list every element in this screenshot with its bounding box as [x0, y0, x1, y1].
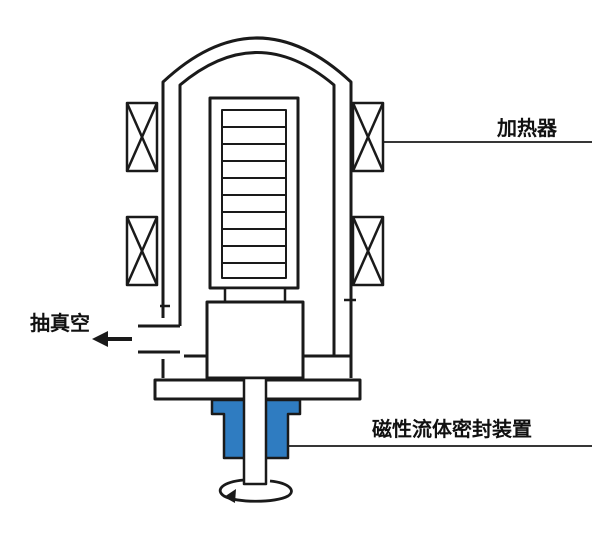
heater-label: 加热器	[497, 116, 557, 140]
rotation-arrow-icon	[218, 478, 293, 503]
support-block	[205, 300, 305, 380]
heater-coil-icon	[125, 101, 159, 173]
heater-coil-icon	[351, 215, 385, 287]
heater-coil-icon	[125, 215, 159, 287]
outer-chamber-wall	[161, 36, 353, 378]
heater-coil-icon	[351, 101, 385, 173]
exhaust-arrow-icon	[92, 331, 132, 347]
support-neck	[223, 286, 287, 304]
rotating-shaft	[242, 376, 268, 486]
inner-chamber-wall	[178, 51, 336, 356]
vacuum-label: 抽真空	[30, 311, 90, 335]
rotation-arrow-head	[224, 489, 236, 503]
seal-label: 磁性流体密封装置	[372, 417, 532, 441]
